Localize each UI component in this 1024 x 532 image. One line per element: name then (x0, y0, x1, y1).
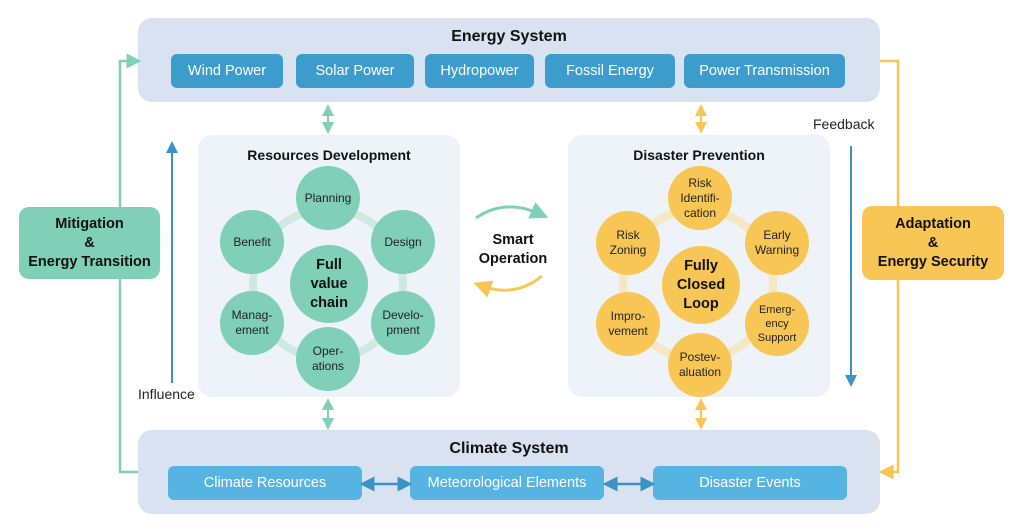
energy-item-power-transmission[interactable]: Power Transmission (684, 54, 845, 88)
energy-system-title: Energy System (451, 28, 567, 45)
node-improvement: Impro-vement (596, 292, 660, 356)
adaptation-energy-security-box: Adaptation&Energy Security (862, 206, 1004, 280)
value-chain-center-label: Full value chain (310, 256, 348, 311)
adaptation-loop-bottom-arrow (878, 280, 900, 480)
climate-system-box: Climate System Climate Resources Meteoro… (138, 430, 880, 514)
disaster-prevention-panel: Disaster Prevention Fully Closed Loop Ri… (568, 135, 830, 397)
energy-item-fossil-energy[interactable]: Fossil Energy (545, 54, 675, 88)
climate-item-meteorological-elements[interactable]: Meteorological Elements (410, 466, 604, 500)
climate-item-climate-resources[interactable]: Climate Resources (168, 466, 362, 500)
value-chain-center: Full value chain (290, 245, 368, 323)
influence-label: Influence (138, 386, 195, 402)
node-planning: Planning (296, 166, 360, 230)
disaster-prevention-title: Disaster Prevention (633, 147, 765, 163)
climate-system-title: Climate System (449, 440, 569, 457)
node-operations: Oper-ations (296, 327, 360, 391)
node-design: Design (371, 210, 435, 274)
node-management: Manag-ement (220, 291, 284, 355)
closed-loop-center-label: Fully Closed Loop (676, 257, 726, 312)
closed-loop-center: Fully Closed Loop (662, 246, 740, 324)
energy-item-hydropower[interactable]: Hydropower (425, 54, 534, 88)
mitigation-loop-top-arrow (118, 53, 142, 207)
node-development: Develo-pment (371, 291, 435, 355)
energy-item-solar-power[interactable]: Solar Power (296, 54, 414, 88)
smart-operation-yellow-arc (473, 274, 543, 298)
mitigation-loop-bottom-line (118, 279, 138, 474)
node-postevaluation: Postev-aluation (668, 333, 732, 397)
energy-system-box: Energy System Wind Power Solar Power Hyd… (138, 18, 880, 102)
resources-development-panel: Resources Development Full value chain P… (198, 135, 460, 397)
resources-development-title: Resources Development (247, 147, 411, 163)
node-benefit: Benefit (220, 210, 284, 274)
feedback-label: Feedback (813, 116, 875, 132)
adaptation-loop-top-line (880, 59, 900, 206)
climate-item-disaster-events[interactable]: Disaster Events (653, 466, 847, 500)
mitigation-energy-transition-box: Mitigation&Energy Transition (19, 207, 160, 279)
smart-operation-green-arc (475, 202, 549, 220)
energy-item-wind-power[interactable]: Wind Power (171, 54, 283, 88)
